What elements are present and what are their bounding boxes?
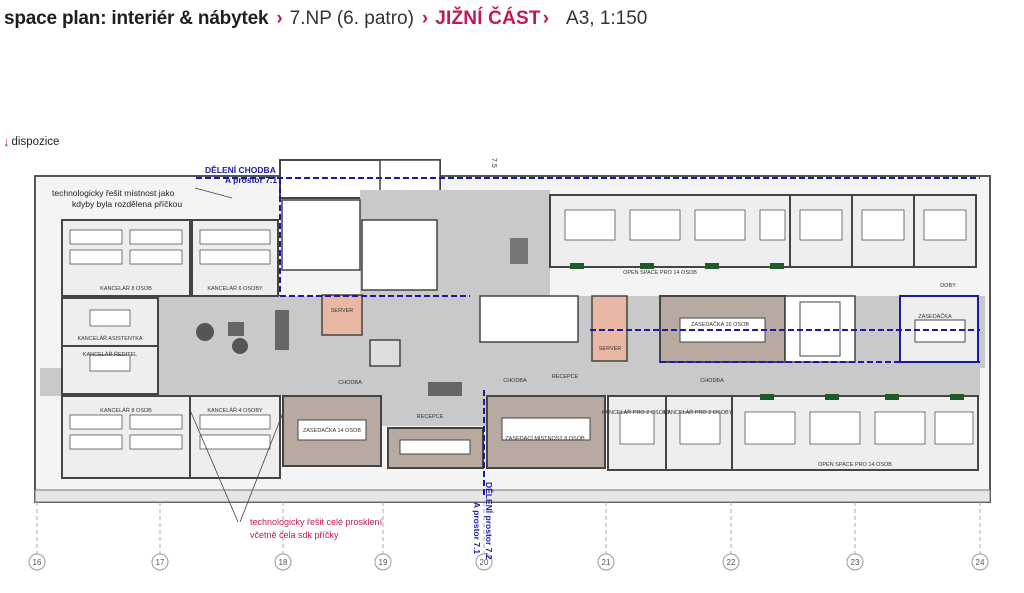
room-label: CHODBA (338, 380, 362, 386)
room-label: SERVER (599, 346, 622, 352)
scale-label: A3, 1:150 (566, 8, 648, 29)
stair-top (379, 159, 441, 193)
level-mark: 7.5 (490, 158, 497, 168)
note-top-line1: technologicky řešit místnost jako (52, 188, 175, 198)
room-label: CHODBA (700, 378, 724, 384)
axis-grid (36, 502, 981, 555)
server-room (591, 295, 628, 362)
room-label-group: KANCELÁŘ 8 OSOB KANCELÁŘ 6 OSOBY KANCELÁ… (77, 270, 956, 468)
division-top-line2: A prostor 7.1 (225, 175, 277, 185)
division-lines (196, 177, 980, 495)
room-label: CHODBA (503, 378, 527, 384)
room-label: SERVER (331, 308, 354, 314)
room-label: KANCELÁŘ ŘEDITEL (83, 350, 137, 358)
subheading-text: dispozice (11, 135, 60, 148)
room-label: ZASEDAČKA 14 OSOB (303, 427, 361, 434)
division-label-top: DĚLENÍ CHODBA A prostor 7.1 (205, 164, 277, 185)
room-label: KANCELÁŘ PRO 2 OSOBY (602, 408, 671, 416)
chevron-right-icon: › (421, 8, 429, 29)
room-label: KANCELÁŘ 6 OSOBY (207, 284, 263, 292)
section-subheading: ↓ dispozice (3, 134, 59, 149)
breadcrumb: space plan: interiér & nábytek › 7.NP (6… (4, 8, 647, 38)
room-label: KANCELÁŘ PRO 2 OSOBY (664, 408, 733, 416)
axis-label: 22 (727, 558, 736, 567)
axis-label: 18 (279, 558, 288, 567)
room-label: OPEN SPACE PRO 14 OSOB (623, 270, 697, 276)
axis-label: 20 (480, 558, 489, 567)
annotation-bottom: technologicky řešit celé prosklení včetn… (189, 409, 383, 540)
lounge-furniture (196, 238, 528, 396)
arrow-down-icon: ↓ (3, 134, 10, 149)
facade-band (34, 489, 991, 503)
division-label-mid: DĚLENÍ prostor 7.2 A prostor 7.1 (472, 482, 495, 560)
room-label: KANCELÁŘ ASISTENTKA (77, 334, 142, 342)
note-bottom-line1: technologicky řešit celé prosklení (250, 517, 383, 527)
room-label: KANCELÁŘ 4 OSOBY (207, 406, 263, 414)
axis-label: 24 (976, 558, 985, 567)
desk-clusters (69, 209, 974, 450)
east-lower-offices (607, 395, 979, 471)
division-mid-line1: DĚLENÍ prostor 7.2 (484, 482, 495, 560)
room-label: ZASEDAČKA (918, 313, 952, 320)
annotation-top: technologicky řešit místnost jako kdyby … (52, 187, 233, 209)
division-top-line1: DĚLENÍ CHODBA (205, 164, 276, 175)
floor-label: 7.NP (6. patro) (289, 8, 414, 29)
axis-label: 23 (851, 558, 860, 567)
room-label: KANCELÁŘ 8 OSOB (100, 406, 152, 414)
chevron-right-icon: › (542, 8, 550, 29)
room-label: RECEPCE (417, 414, 444, 420)
axis-labels: 16 17 18 19 20 21 22 23 24 (28, 553, 989, 571)
axis-label: 17 (156, 558, 165, 567)
corridor-main (40, 368, 980, 396)
room-label: DOBY (940, 283, 956, 289)
note-top-line2: kdyby byla rozdělena příčkou (72, 199, 182, 209)
division-mid-line2: A prostor 7.1 (472, 502, 482, 554)
chevron-right-icon: › (276, 8, 283, 29)
axis-label: 16 (33, 558, 42, 567)
axis-label: 19 (379, 558, 388, 567)
plant-markers (570, 263, 964, 400)
part-label: JIŽNÍ ČÁST (435, 8, 541, 29)
room-label: ZASEDACÍ MÍSTNOST 8 OSOB (505, 435, 585, 442)
room-label: OPEN SPACE PRO 14 OSOB (818, 462, 892, 468)
reception-area (380, 396, 490, 426)
room-label: KANCELÁŘ 8 OSOB (100, 284, 152, 292)
floor-plan: 16 17 18 19 20 21 22 23 24 KANCELÁŘ 8 OS… (28, 158, 991, 571)
note-bottom-line2: včetně čela sdk příčky (250, 530, 339, 540)
axis-label: 21 (602, 558, 611, 567)
toilets-core (281, 199, 579, 367)
project-title: space plan: interiér & nábytek (4, 8, 269, 29)
room-label: ZASEDAČKA 16 OSOB (691, 321, 749, 328)
room-label: RECEPCE (552, 374, 579, 380)
